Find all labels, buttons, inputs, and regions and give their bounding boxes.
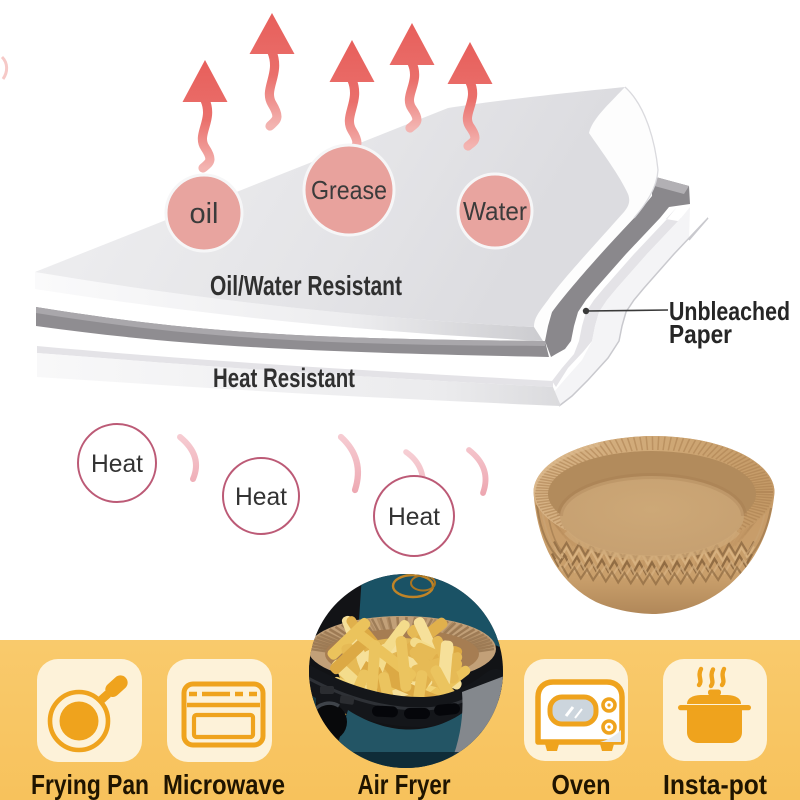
svg-text:oil: oil xyxy=(189,198,218,230)
svg-text:Insta-pot: Insta-pot xyxy=(663,769,767,800)
svg-text:Oil/Water Resistant: Oil/Water Resistant xyxy=(210,270,402,301)
svg-text:Grease: Grease xyxy=(311,175,387,205)
svg-text:Microwave: Microwave xyxy=(163,769,285,800)
svg-text:Frying Pan: Frying Pan xyxy=(31,769,149,800)
svg-text:Paper: Paper xyxy=(669,319,732,349)
svg-text:Heat: Heat xyxy=(235,483,287,511)
svg-text:Air Fryer: Air Fryer xyxy=(358,769,451,800)
svg-text:Heat Resistant: Heat Resistant xyxy=(213,363,355,393)
svg-text:Unbleached: Unbleached xyxy=(669,296,790,326)
svg-text:Heat: Heat xyxy=(388,503,440,531)
svg-text:Oven: Oven xyxy=(552,769,611,800)
svg-text:Water: Water xyxy=(463,196,527,226)
svg-text:Heat: Heat xyxy=(91,450,143,478)
